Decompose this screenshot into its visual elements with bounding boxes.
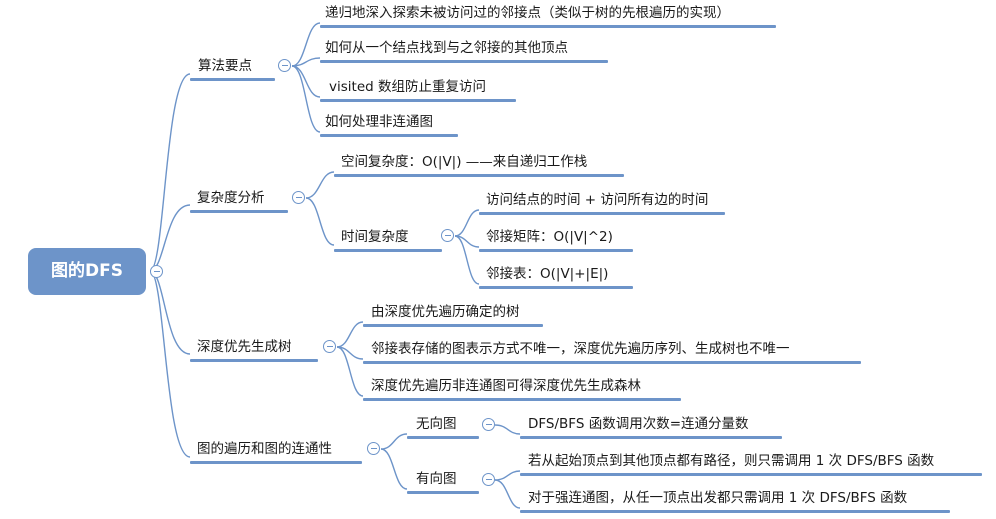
node-label: 如何处理非连通图	[325, 114, 433, 130]
node-undirected-item-1[interactable]: DFS/BFS 函数调用次数=连通分量数	[520, 415, 782, 439]
node-label: 由深度优先遍历确定的树	[371, 304, 520, 320]
node-label: 如何从一个结点找到与之邻接的其他顶点	[325, 40, 568, 56]
underline	[407, 491, 479, 494]
node-connectivity[interactable]: 图的遍历和图的连通性	[190, 440, 362, 464]
underline	[190, 78, 275, 81]
node-label: 对于强连通图，从任一顶点出发都只需调用 1 次 DFS/BFS 函数	[528, 490, 908, 506]
node-label: 深度优先生成树	[197, 339, 292, 355]
node-label: 邻接表存储的图表示方式不唯一，深度优先遍历序列、生成树也不唯一	[371, 341, 790, 357]
node-label: 时间复杂度	[341, 229, 409, 245]
node-algo-item-1[interactable]: 递归地深入探索未被访问过的邻接点（类似于树的先根遍历的实现）	[320, 4, 776, 28]
node-time-complexity[interactable]: 时间复杂度	[334, 228, 442, 252]
collapse-icon-algorithm[interactable]	[278, 59, 291, 72]
underline	[320, 134, 458, 137]
node-label: DFS/BFS 函数调用次数=连通分量数	[528, 416, 749, 432]
underline	[190, 461, 362, 464]
underline	[363, 398, 681, 401]
node-label: 邻接表：O(|V|+|E|)	[486, 266, 609, 282]
underline	[334, 249, 442, 252]
node-complexity[interactable]: 复杂度分析	[190, 189, 288, 213]
node-algo-item-2[interactable]: 如何从一个结点找到与之邻接的其他顶点	[320, 39, 608, 63]
underline	[320, 60, 608, 63]
node-directed-item-1[interactable]: 若从起始顶点到其他顶点都有路径，则只需调用 1 次 DFS/BFS 函数	[520, 452, 982, 476]
node-undirected[interactable]: 无向图	[407, 415, 479, 439]
underline	[320, 99, 516, 102]
underline	[363, 361, 861, 364]
node-directed-item-2[interactable]: 对于强连通图，从任一顶点出发都只需调用 1 次 DFS/BFS 函数	[520, 489, 950, 513]
node-algo-item-3[interactable]: visited 数组防止重复访问	[320, 78, 516, 102]
node-time-item-1[interactable]: 访问结点的时间 + 访问所有边的时间	[479, 191, 725, 215]
node-label: visited 数组防止重复访问	[329, 79, 486, 95]
collapse-icon-root[interactable]	[150, 265, 163, 278]
node-label: 空间复杂度：O(|V|) ——来自递归工作栈	[341, 154, 588, 170]
node-label: 访问结点的时间 + 访问所有边的时间	[486, 192, 709, 208]
node-tree-item-3[interactable]: 深度优先遍历非连通图可得深度优先生成森林	[363, 377, 681, 401]
node-time-item-2[interactable]: 邻接矩阵：O(|V|^2)	[479, 228, 633, 252]
collapse-icon-connectivity[interactable]	[367, 442, 380, 455]
node-label: 深度优先遍历非连通图可得深度优先生成森林	[371, 378, 641, 394]
node-label: 若从起始顶点到其他顶点都有路径，则只需调用 1 次 DFS/BFS 函数	[528, 453, 935, 469]
underline	[334, 174, 624, 177]
underline	[479, 249, 633, 252]
underline	[479, 212, 725, 215]
node-label: 递归地深入探索未被访问过的邻接点（类似于树的先根遍历的实现）	[325, 5, 730, 21]
node-label: 有向图	[416, 471, 457, 487]
node-label: 邻接矩阵：O(|V|^2)	[486, 229, 613, 245]
underline	[520, 436, 782, 439]
node-directed[interactable]: 有向图	[407, 470, 479, 494]
underline	[363, 324, 543, 327]
node-spanning-tree[interactable]: 深度优先生成树	[190, 338, 318, 362]
node-tree-item-2[interactable]: 邻接表存储的图表示方式不唯一，深度优先遍历序列、生成树也不唯一	[363, 340, 861, 364]
underline	[407, 436, 479, 439]
underline	[190, 359, 318, 362]
node-label: 算法要点	[198, 58, 252, 74]
node-label: 复杂度分析	[197, 190, 265, 206]
collapse-icon-tree[interactable]	[323, 340, 336, 353]
underline	[479, 286, 633, 289]
underline	[320, 25, 776, 28]
root-node[interactable]: 图的DFS	[28, 248, 146, 295]
node-algo-item-4[interactable]: 如何处理非连通图	[320, 113, 458, 137]
underline	[520, 510, 950, 513]
underline	[190, 210, 288, 213]
node-label: 图的遍历和图的连通性	[197, 441, 332, 457]
node-time-item-3[interactable]: 邻接表：O(|V|+|E|)	[479, 265, 633, 289]
node-algorithm[interactable]: 算法要点	[190, 57, 275, 81]
collapse-icon-directed[interactable]	[482, 473, 495, 486]
collapse-icon-complexity[interactable]	[292, 191, 305, 204]
node-space-complexity[interactable]: 空间复杂度：O(|V|) ——来自递归工作栈	[334, 153, 624, 177]
node-label: 无向图	[416, 416, 457, 432]
underline	[520, 473, 982, 476]
node-tree-item-1[interactable]: 由深度优先遍历确定的树	[363, 303, 543, 327]
collapse-icon-time[interactable]	[441, 229, 454, 242]
collapse-icon-undirected[interactable]	[482, 418, 495, 431]
